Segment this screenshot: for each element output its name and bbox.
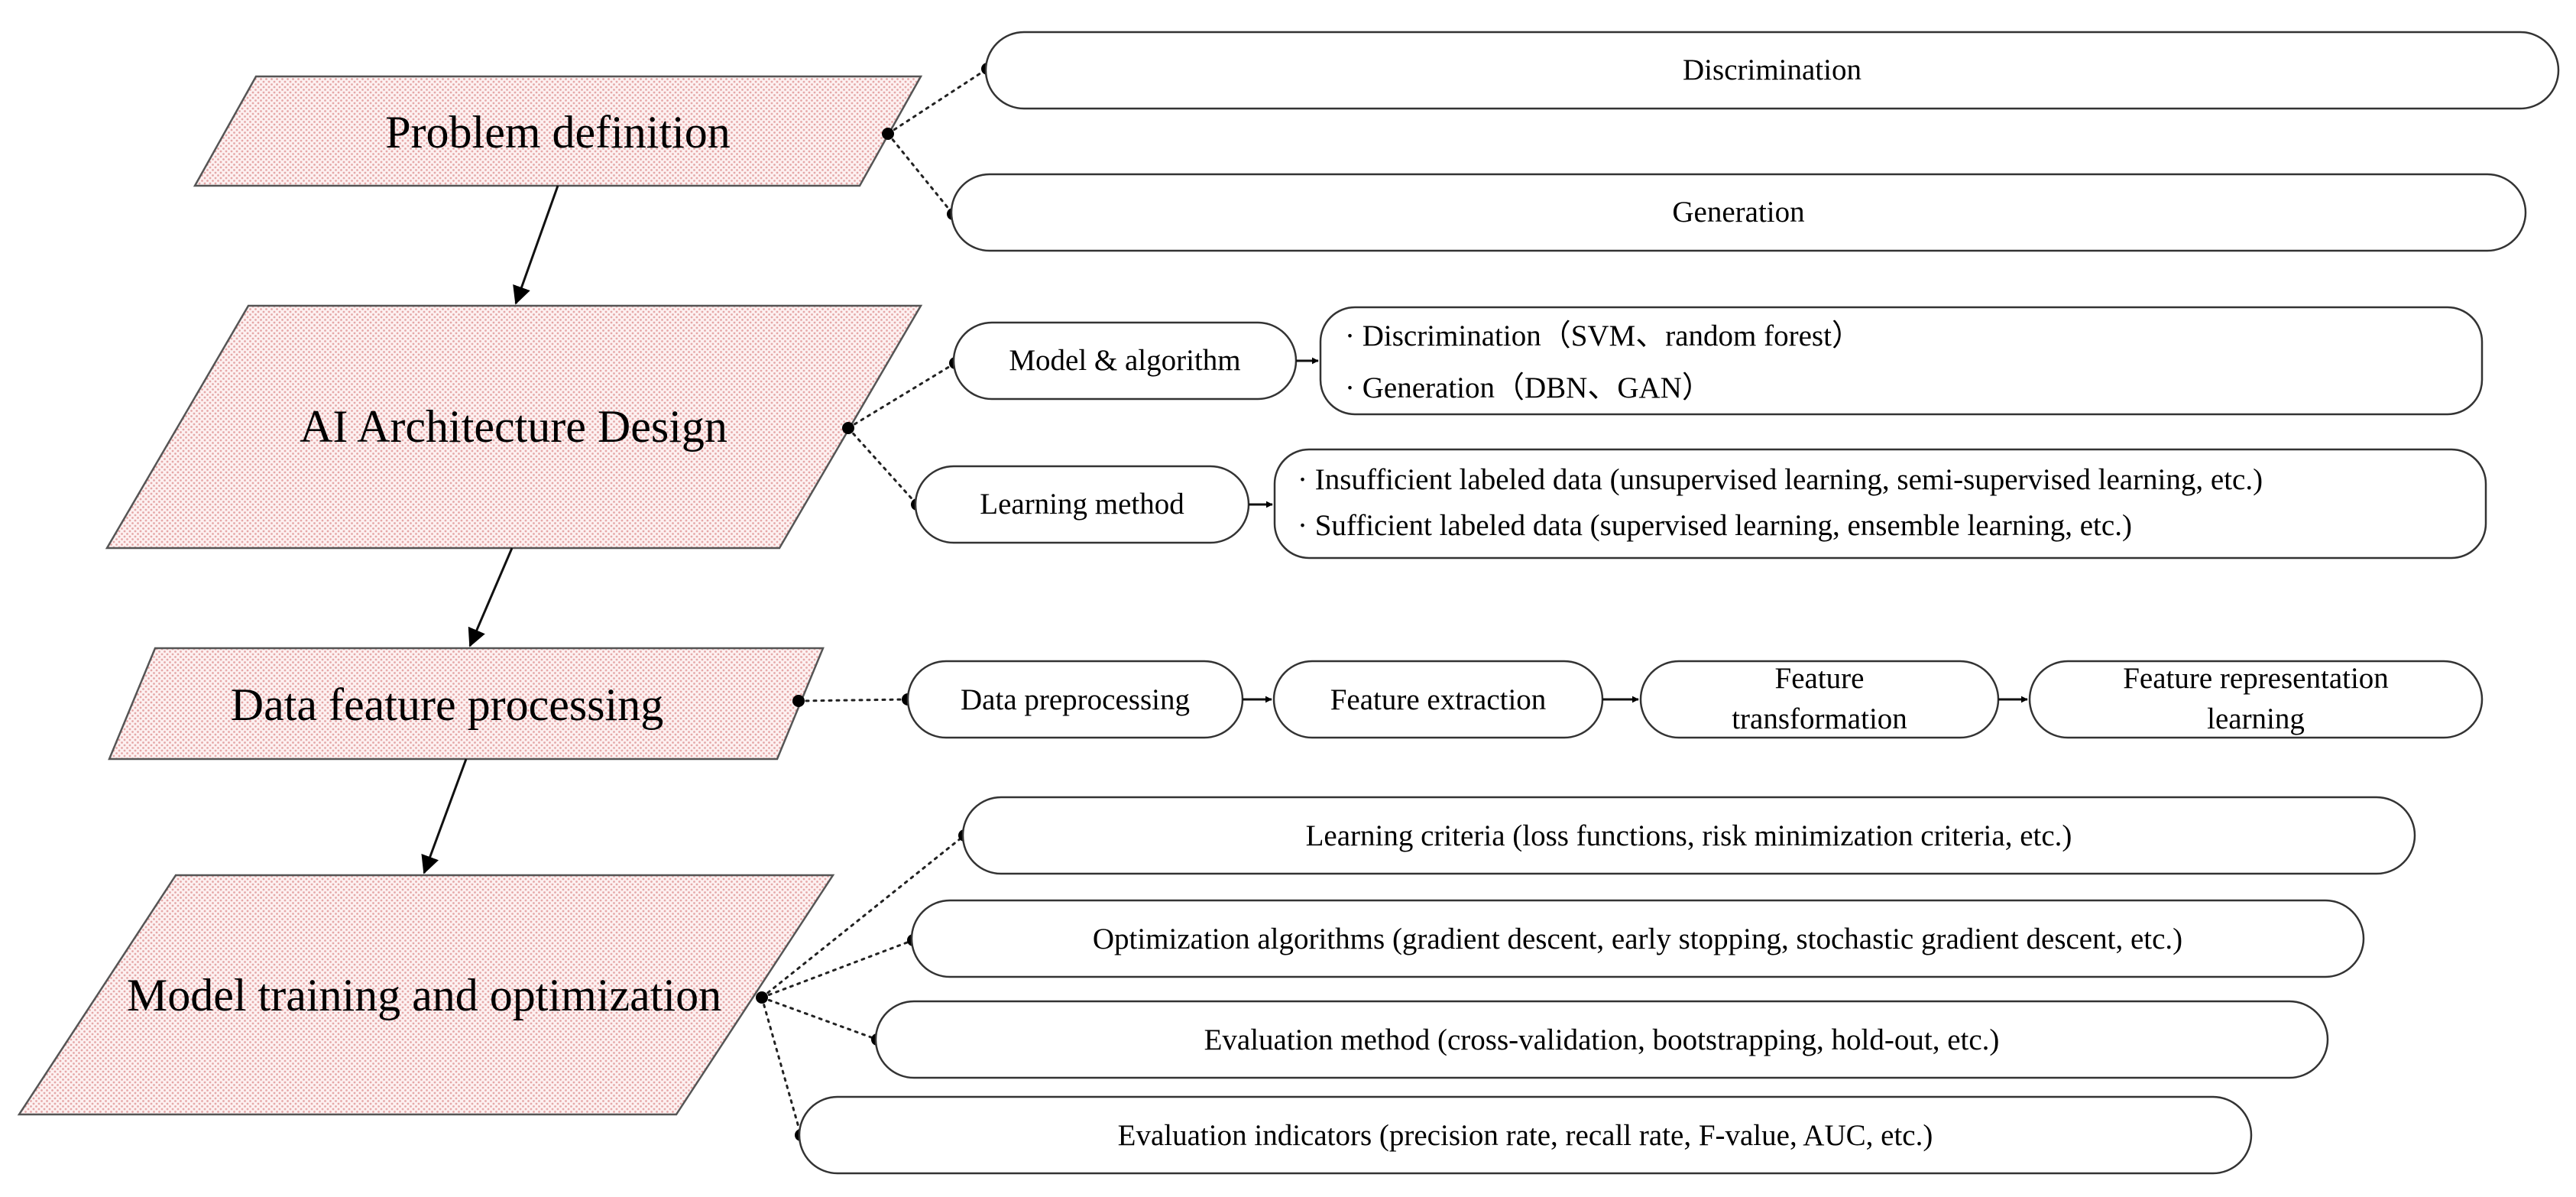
generation-label: Generation [1672, 196, 1804, 229]
evaluation-method-label: Evaluation method (cross-validation, boo… [1204, 1023, 2000, 1056]
evaluation-method-box [874, 1000, 2329, 1079]
stage-data-feature-processing: Data feature processing [108, 647, 825, 761]
stage-label: Data feature processing [231, 680, 663, 730]
model-type-discrimination: · Discrimination（SVM、random forest） [1345, 320, 1862, 352]
discrimination-label: Discrimination [1683, 54, 1862, 86]
stage-ai-architecture-design: AI Architecture Design [105, 304, 923, 550]
learning-criteria-label: Learning criteria (loss functions, risk … [1306, 819, 2072, 852]
learning-method-label: Learning method [980, 488, 1184, 521]
model-types-box [1319, 306, 2484, 416]
optimization-algorithms-box [910, 899, 2365, 978]
model-type-generation: · Generation（DBN、GAN） [1345, 371, 1712, 404]
problem-branches: Discrimination Generation [882, 31, 2560, 252]
feature-extraction-label: Feature extraction [1330, 683, 1547, 716]
feature-transformation-label-line2: transformation [1732, 702, 1907, 735]
stage-arrows [421, 185, 559, 874]
stage-label: Model training and optimization [127, 970, 721, 1020]
learning-method-detail-box [1273, 448, 2487, 560]
feature-representation-learning-box [2028, 660, 2484, 739]
stage-model-training-optimization: Model training and optimization [17, 874, 835, 1116]
feature-transformation-label-line1: Feature [1775, 662, 1865, 695]
data-preprocessing-label: Data preprocessing [961, 683, 1190, 716]
learning-criteria-box [961, 796, 2416, 875]
feature-representation-label-line1: Feature representation [2123, 662, 2389, 695]
stage-problem-definition: Problem definition [193, 75, 923, 187]
evaluation-indicators-label: Evaluation indicators (precision rate, r… [1118, 1119, 1933, 1152]
method-sufficient-data: · Sufficient labeled data (supervised le… [1298, 509, 2132, 542]
discrimination-box [984, 31, 2560, 110]
generation-box [950, 173, 2527, 252]
feature-pipeline: Data preprocessing Feature extraction Fe… [792, 660, 2484, 739]
architecture-branches: Model & algorithm · Discrimination（SVM、r… [842, 306, 2487, 560]
optimization-algorithms-label: Optimization algorithms (gradient descen… [1093, 923, 2182, 955]
model-algorithm-label: Model & algorithm [1009, 344, 1240, 377]
stage-label: Problem definition [385, 107, 731, 157]
evaluation-indicators-box [798, 1095, 2253, 1175]
training-branches: Learning criteria (loss functions, risk … [756, 796, 2416, 1175]
method-insufficient-data: · Insufficient labeled data (unsupervise… [1298, 463, 2263, 496]
feature-representation-label-line2: learning [2207, 702, 2305, 735]
stage-label: AI Architecture Design [300, 401, 727, 452]
